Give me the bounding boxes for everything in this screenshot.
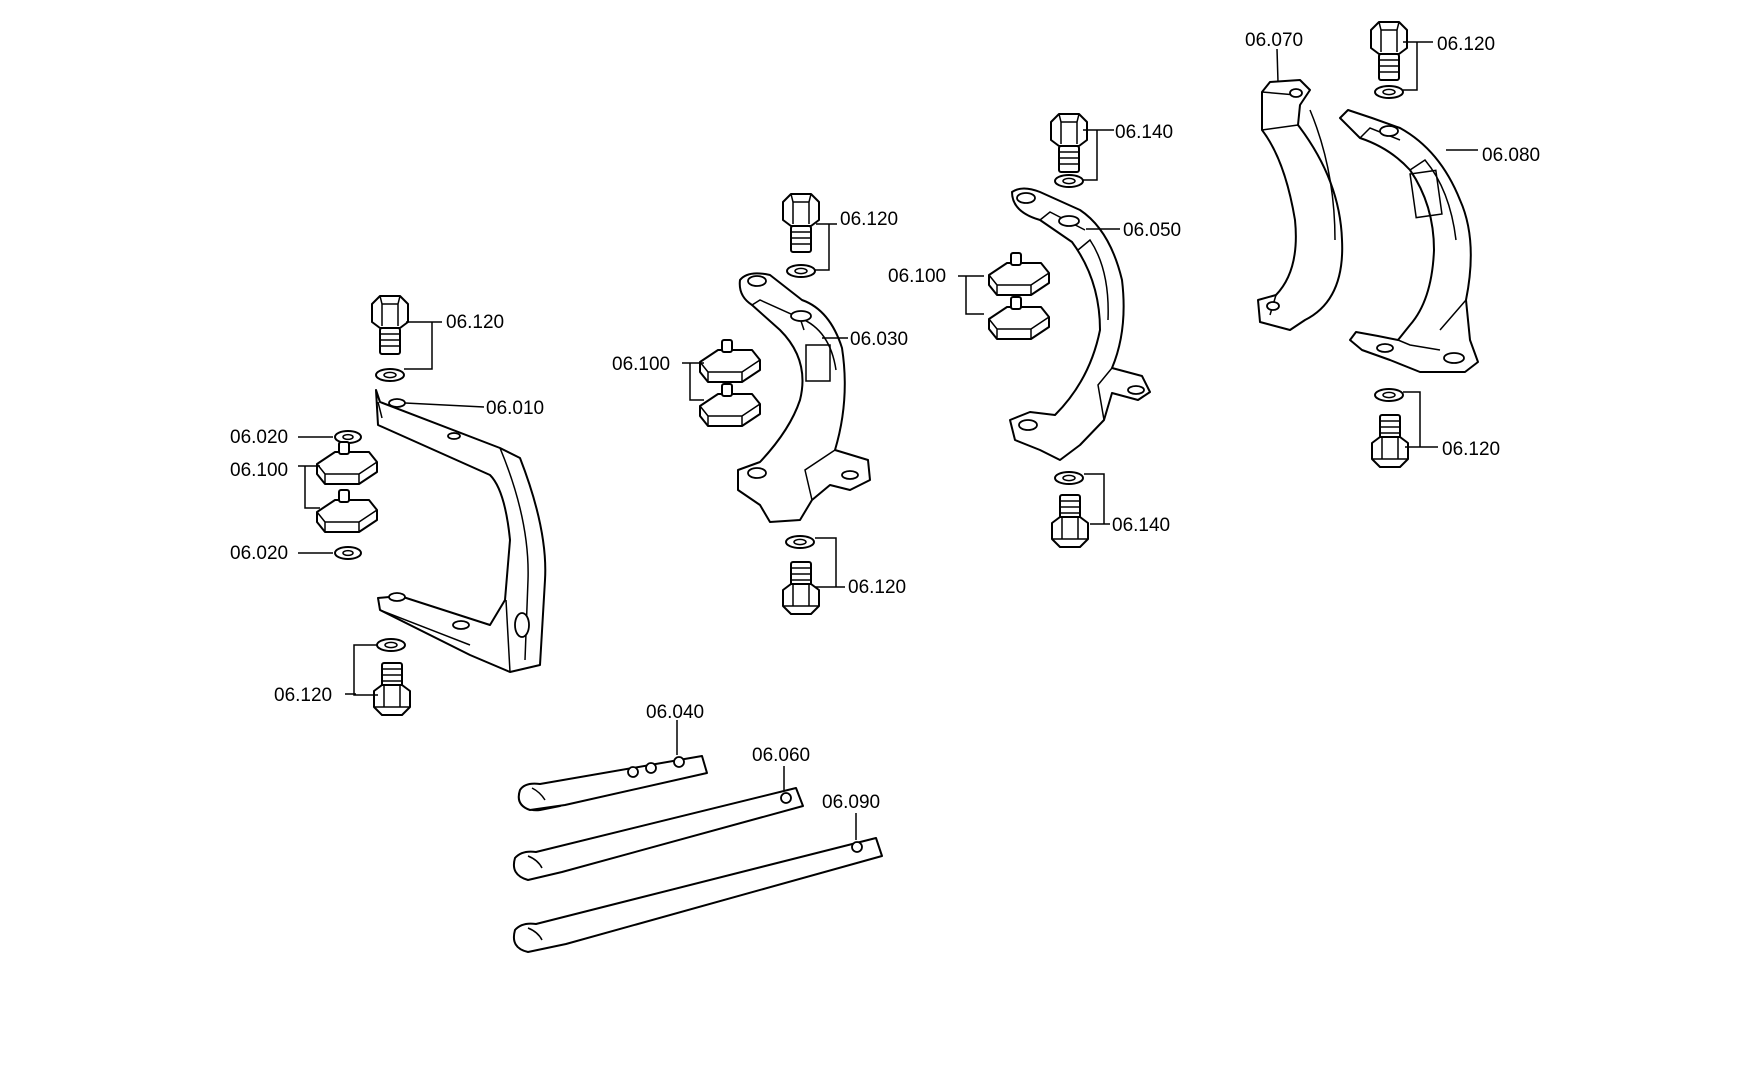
spanner-06-090 [512,837,883,953]
pad-icon [699,339,761,383]
washer-icon [1054,174,1084,188]
label-06-140: 06.140 [1115,122,1173,143]
label-06-100: 06.100 [888,266,946,287]
pad-icon [988,296,1050,340]
washer-icon [334,546,362,560]
label-06-140: 06.140 [1112,515,1170,536]
bolt-icon [782,193,820,253]
shift-fork-06-050 [1009,187,1151,461]
bolt-icon [1050,113,1088,173]
label-06-020: 06.020 [230,427,288,448]
part-group-06-080: 06.070 06.120 06.080 06.120 [1245,21,1540,468]
bolt-icon [373,662,411,716]
shift-fork-06-030 [737,272,871,523]
part-group-06-030: 06.120 06.030 06.100 06.120 [612,193,908,615]
label-06-050: 06.050 [1123,220,1181,241]
label-06-100: 06.100 [612,354,670,375]
label-06-120: 06.120 [446,312,504,333]
washer-icon [786,264,816,278]
label-06-060: 06.060 [752,745,810,766]
label-06-120: 06.120 [1442,439,1500,460]
pad-icon [988,252,1050,296]
pad-icon [316,441,378,485]
washer-icon [1054,471,1084,485]
washer-icon [1374,85,1404,99]
washer-icon [375,368,405,382]
pad-icon [699,383,761,427]
bolt-icon [1051,494,1089,548]
washer-icon [1374,388,1404,402]
label-06-120: 06.120 [1437,34,1495,55]
bolt-icon [1370,21,1408,81]
shift-fork-06-010 [375,389,547,673]
part-group-06-050: 06.140 06.050 06.100 06.140 [888,113,1181,548]
label-06-090: 06.090 [822,792,880,813]
label-06-020: 06.020 [230,543,288,564]
label-06-120: 06.120 [848,577,906,598]
washer-icon [376,638,406,652]
label-06-010: 06.010 [486,398,544,419]
spanner-set: 06.040 06.060 06.090 [512,702,883,953]
part-group-06-010: 06.120 06.010 06.020 06.100 06.020 06.12… [230,295,547,716]
label-06-040: 06.040 [646,702,704,723]
label-06-120: 06.120 [840,209,898,230]
shift-fork-06-080 [1339,109,1479,373]
shift-fork-06-070 [1257,79,1344,331]
label-06-030: 06.030 [850,329,908,350]
pad-icon [316,489,378,533]
bolt-icon [782,561,820,615]
label-06-080: 06.080 [1482,145,1540,166]
washer-icon [785,535,815,549]
label-06-120: 06.120 [274,685,332,706]
bolt-icon [371,295,409,355]
bolt-icon [1371,414,1409,468]
label-06-070: 06.070 [1245,30,1303,51]
spanner-06-060 [512,787,804,881]
label-06-100: 06.100 [230,460,288,481]
